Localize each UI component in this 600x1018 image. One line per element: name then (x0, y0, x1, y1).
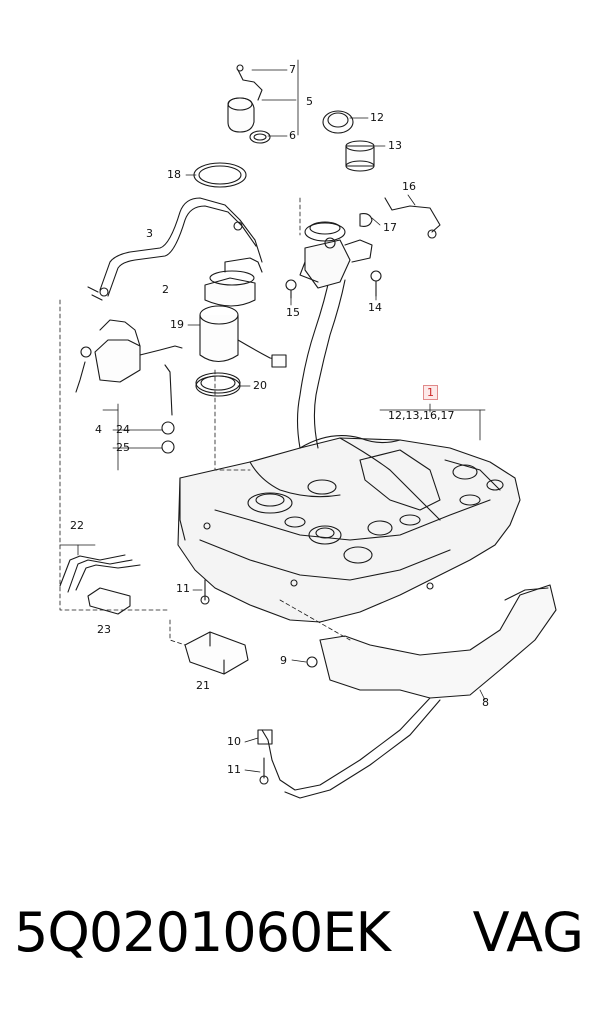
callout-6: 6 (289, 129, 296, 142)
bolts-bottom (200, 579, 318, 785)
callout-1: 1 (423, 385, 438, 400)
fuel-tank (177, 221, 521, 623)
fuel-pump (199, 257, 287, 368)
filter-unit (75, 319, 183, 454)
callout-16: 16 (402, 180, 416, 193)
filler-cap (322, 110, 375, 172)
leader-lines (59, 59, 486, 773)
lock-ring-18 (193, 162, 247, 188)
callout-15: 15 (286, 306, 300, 319)
connector-23 (87, 587, 131, 615)
callout-5: 5 (306, 95, 313, 108)
footer: 5Q0201060EK VAG (0, 895, 600, 995)
callout-23: 23 (97, 623, 111, 636)
part-number: 5Q0201060EK (14, 901, 391, 964)
callout-2: 2 (162, 283, 169, 296)
callout-11-upper: 11 (176, 582, 190, 595)
cap-assembly (227, 64, 271, 144)
callout-9: 9 (280, 654, 287, 667)
callout-14: 14 (368, 301, 382, 314)
callout-19: 19 (170, 318, 184, 331)
callout-8: 8 (482, 696, 489, 709)
callout-13: 13 (388, 139, 402, 152)
callout-7: 7 (289, 63, 296, 76)
diagram-drawing (59, 59, 557, 799)
callout-24: 24 (116, 423, 130, 436)
fuel-tank-exploded-diagram: 7 5 6 12 13 16 17 14 15 18 3 2 19 20 1 1… (59, 59, 557, 799)
callout-25: 25 (116, 441, 130, 454)
callout-22: 22 (70, 519, 84, 532)
callout-21: 21 (196, 679, 210, 692)
wires-22 (59, 554, 141, 593)
sensor-cable (359, 197, 441, 239)
brand-label: VAG (472, 901, 584, 964)
callout-10: 10 (227, 735, 241, 748)
tank-strap (257, 584, 557, 799)
callout-12: 12 (370, 111, 384, 124)
bracket-21 (184, 631, 249, 675)
callout-18: 18 (167, 168, 181, 181)
bolts-top (285, 270, 382, 299)
lock-ring-20 (195, 372, 241, 397)
callout-11-lower: 11 (227, 763, 241, 776)
callout-17: 17 (383, 221, 397, 234)
callout-3: 3 (146, 227, 153, 240)
callout-20: 20 (253, 379, 267, 392)
fuel-lines (87, 197, 263, 301)
callout-1-group: 12,13,16,17 (388, 409, 455, 422)
callout-4: 4 (95, 423, 102, 436)
